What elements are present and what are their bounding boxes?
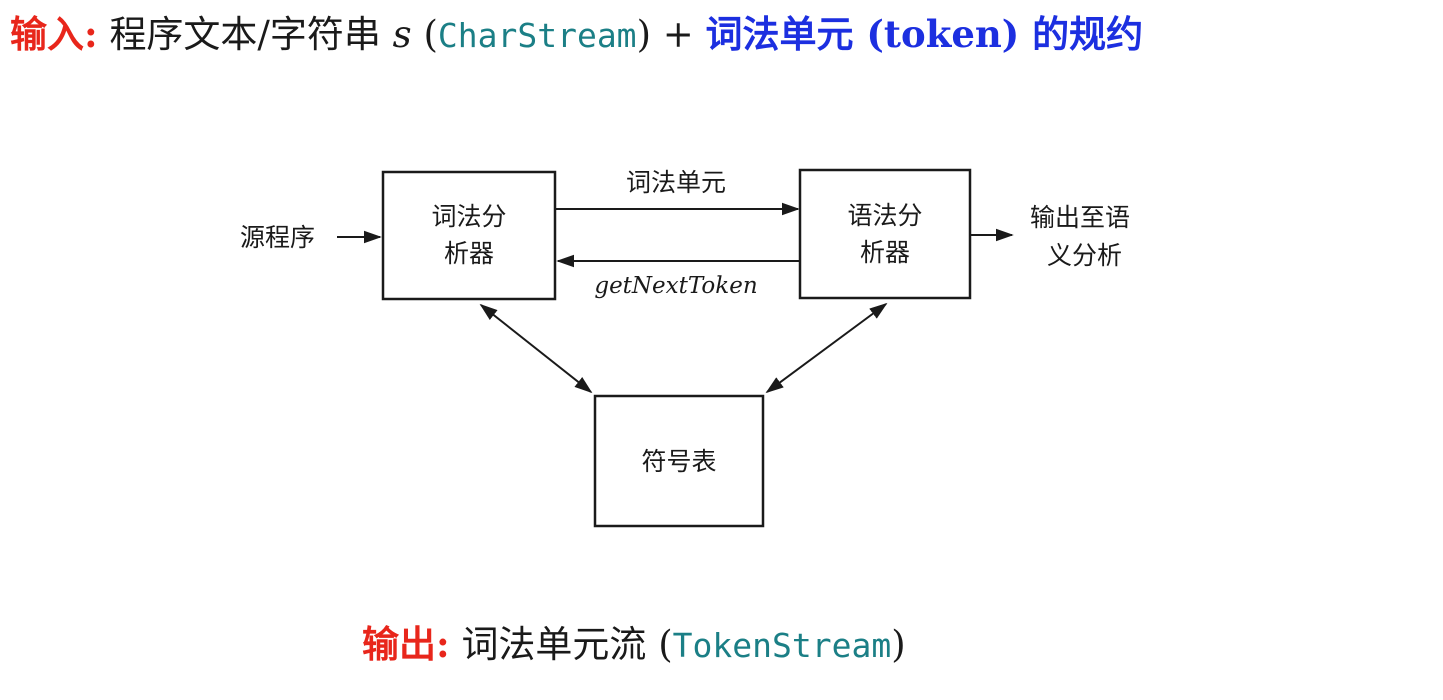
input-description: 程序文本/字符串: [109, 13, 381, 56]
token-label: 词法单元: [626, 168, 726, 197]
output-label-line1: 输出至语: [1030, 203, 1130, 232]
symbol-table-label: 符号表: [641, 447, 716, 476]
output-open-paren: (: [658, 623, 673, 666]
lexer-box: [381, 170, 557, 301]
get-next-token-label: getNextToken: [594, 273, 757, 299]
output-label: 输出:: [362, 622, 450, 666]
title-line: 输入: 程序文本/字符串 s (CharStream) + 词法单元 (toke…: [10, 8, 1143, 62]
source-program-label: 源程序: [240, 223, 315, 252]
lexer-label-line2: 析器: [444, 239, 494, 268]
input-label: 输入:: [10, 12, 98, 56]
symbol-table-box: [593, 394, 765, 528]
tokenstream-code: TokenStream: [672, 626, 892, 665]
parser-label-line1: 语法分: [847, 201, 922, 230]
open-paren: (: [423, 13, 438, 56]
parser-box: [798, 168, 972, 300]
parser-symbol-arrow: [765, 302, 888, 394]
charstream-code: CharStream: [437, 16, 637, 55]
input-variable: s: [392, 13, 412, 56]
lexer-label-line1: 词法分: [431, 202, 506, 231]
lexer-symbol-arrow: [479, 303, 593, 394]
close-paren-plus: ) +: [636, 13, 694, 56]
output-line: 输出: 词法单元流 (TokenStream): [362, 618, 906, 672]
parser-label-line2: 析器: [860, 238, 910, 267]
output-description: 词法单元流: [461, 623, 647, 666]
token-spec-text: 词法单元 (token) 的规约: [705, 12, 1144, 56]
output-close-paren: ): [891, 623, 906, 666]
output-label-line2: 义分析: [1047, 241, 1122, 270]
